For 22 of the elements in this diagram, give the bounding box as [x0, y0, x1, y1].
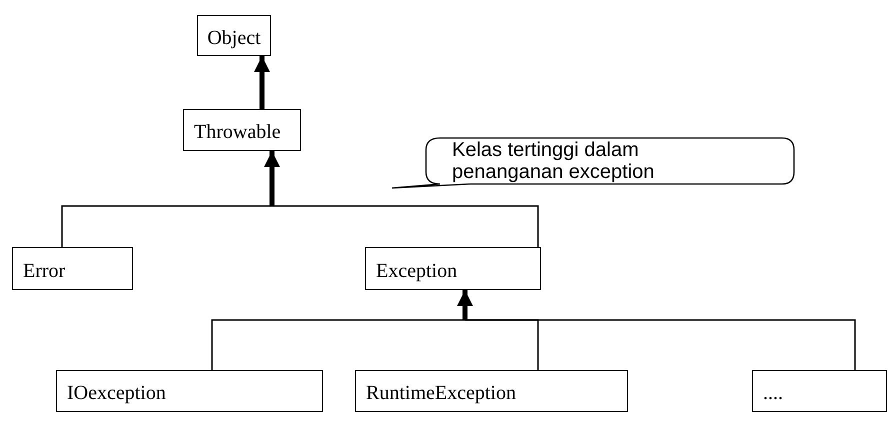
class-box [365, 247, 541, 290]
connector-line [61, 205, 272, 247]
class-name: Error [23, 258, 66, 284]
connector-line [465, 319, 856, 370]
class-name: Object [207, 26, 261, 50]
class-box [56, 370, 323, 412]
class-name: .... [763, 381, 783, 406]
connector-line [211, 319, 465, 370]
arrow [264, 151, 280, 206]
class-name: Throwable [194, 120, 281, 145]
class-name: Exception [376, 258, 458, 284]
arrow [457, 290, 473, 320]
class-box [752, 370, 887, 412]
class-box [197, 15, 271, 56]
connector-line [272, 205, 539, 247]
class-box [355, 370, 628, 412]
class-box [183, 109, 301, 151]
arrow [254, 56, 270, 109]
callout-text: Kelas tertinggi dalam penanganan exception [452, 139, 656, 183]
class-name: IOexception [67, 381, 166, 406]
class-box [12, 247, 133, 290]
class-name: RuntimeException [366, 381, 516, 406]
